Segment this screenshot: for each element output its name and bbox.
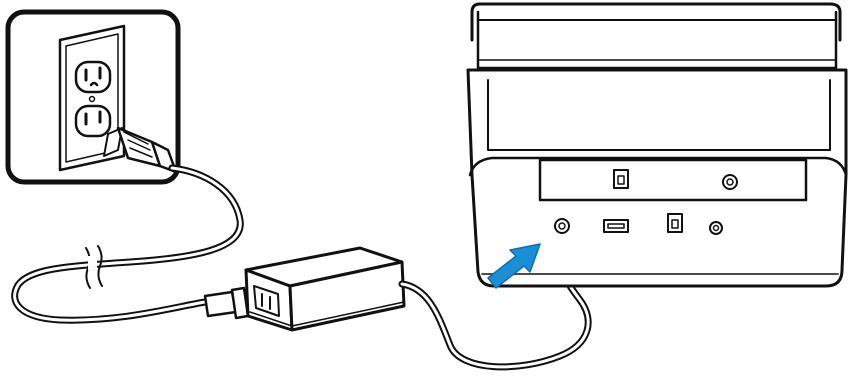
usb-port-b	[613, 169, 629, 189]
round-jack	[722, 174, 738, 190]
power-plug-icon	[103, 126, 178, 174]
wall-outlet-inset	[5, 9, 181, 185]
scanner-icon	[466, 2, 848, 288]
insert-arrow-icon	[487, 243, 541, 289]
power-adapter-icon	[244, 246, 406, 332]
power-jack	[554, 218, 570, 234]
round-jack	[709, 221, 723, 235]
power-cord	[11, 164, 250, 324]
cable-break-icon	[85, 245, 103, 289]
usb-port-b	[667, 213, 683, 233]
usb-port	[603, 219, 629, 233]
